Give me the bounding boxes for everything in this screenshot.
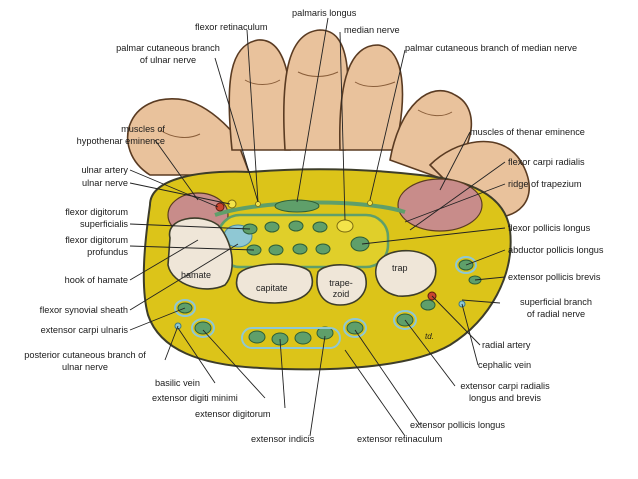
- label-extensor-pollicis-longus: extensor pollicis longus: [410, 420, 505, 430]
- palmar-cutaneous-branch-ulnar: [255, 201, 261, 207]
- label-trapezoid-2: zoid: [332, 289, 350, 299]
- label-palmar-cutaneous-ulnar-1: palmar cutaneous branch: [116, 43, 220, 53]
- label-radial-artery: radial artery: [482, 340, 531, 350]
- label-posterior-cutaneous-ulnar-2: ulnar nerve: [62, 362, 108, 372]
- finger-creases: [159, 71, 453, 138]
- label-ecr-1: extensor carpi radialis: [460, 381, 550, 391]
- label-hypothenar-2: hypothenar eminence: [76, 136, 165, 146]
- trapezium-bone: [374, 249, 437, 297]
- label-median-nerve: median nerve: [344, 25, 400, 35]
- label-extensor-indicis: extensor indicis: [251, 434, 315, 444]
- label-palmar-cutaneous-ulnar-2: of ulnar nerve: [139, 55, 197, 65]
- label-palmaris-longus: palmaris longus: [292, 8, 357, 18]
- carpal-bones: [167, 217, 437, 306]
- label-posterior-cutaneous-ulnar-1: posterior cutaneous branch of: [24, 350, 146, 360]
- label-abductor-pollicis-longus: abductor pollicis longus: [508, 245, 604, 255]
- label-flexor-carpi-radialis: flexor carpi radialis: [508, 157, 585, 167]
- label-extensor-retinaculum: extensor retinaculum: [357, 434, 443, 444]
- label-flexor-synovial-sheath: flexor synovial sheath: [39, 305, 128, 315]
- ulnar-artery: [215, 202, 225, 212]
- label-fds-1: flexor digitorum: [65, 207, 128, 217]
- label-ulnar-nerve: ulnar nerve: [82, 178, 128, 188]
- label-extensor-digitorum: extensor digitorum: [195, 409, 271, 419]
- label-superficial-branch-radial-1: superficial branch: [519, 297, 592, 307]
- label-capitate: capitate: [256, 283, 288, 293]
- label-palmar-cutaneous-median: palmar cutaneous branch of median nerve: [405, 43, 578, 53]
- label-flexor-retinaculum: flexor retinaculum: [195, 22, 268, 32]
- label-thenar-muscles: muscles of thenar eminence: [470, 127, 585, 137]
- extensor-sheaths: [174, 256, 477, 349]
- label-hamate: hamate: [181, 270, 212, 280]
- label-hook-of-hamate: hook of hamate: [64, 275, 128, 285]
- label-basilic-vein: basilic vein: [155, 378, 200, 388]
- cephalic-and-basilic-veins: [174, 300, 466, 330]
- label-ridge-of-trapezium: ridge of trapezium: [508, 179, 582, 189]
- label-extensor-digiti-minimi: extensor digiti minimi: [152, 393, 238, 403]
- label-ulnar-artery: ulnar artery: [81, 165, 128, 175]
- label-extensor-carpi-ulnaris: extensor carpi ulnaris: [40, 325, 128, 335]
- trapezoid-bone: [316, 264, 367, 306]
- label-flexor-pollicis-longus: flexor pollicis longus: [508, 223, 591, 233]
- label-fds-2: superficialis: [80, 219, 128, 229]
- label-extensor-pollicis-brevis: extensor pollicis brevis: [508, 272, 601, 282]
- label-superficial-branch-radial-2: of radial nerve: [526, 309, 586, 319]
- median-nerve: [336, 219, 354, 233]
- capitate-bone: [235, 263, 314, 304]
- leader-lines: [129, 17, 506, 437]
- label-cephalic-vein: cephalic vein: [478, 360, 532, 370]
- hamate-bone: [167, 217, 233, 290]
- label-fdp-2: profundus: [87, 247, 128, 257]
- palmar-cutaneous-branch-median: [367, 200, 373, 206]
- label-hypothenar-1: muscles of: [121, 124, 165, 134]
- label-fdp-1: flexor digitorum: [65, 235, 128, 245]
- label-trap: trap: [392, 263, 408, 273]
- label-trapezoid-1: trape-: [329, 278, 353, 288]
- thenar-muscle: [397, 178, 483, 232]
- label-ecr-2: longus and brevis: [468, 393, 541, 403]
- flexor-tendons: [242, 220, 370, 256]
- illustrator-signature: td.: [425, 332, 434, 341]
